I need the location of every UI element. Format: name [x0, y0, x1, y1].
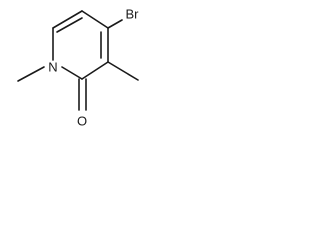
- bond-c6-c5-double: [56, 17, 83, 33]
- bond-c3-c2: [81, 61, 109, 80]
- bond-c5-c4: [81, 10, 109, 29]
- molecule-diagram: Br N O: [17, 7, 140, 129]
- atom-label-nitrogen: N: [48, 60, 57, 75]
- bond-c6-c5: [52, 10, 83, 29]
- bond-c2-n1: [61, 66, 83, 80]
- bond-n1-methyl: [17, 66, 45, 82]
- bond-c4-br: [107, 19, 123, 29]
- bond-c3-methyl: [107, 61, 139, 81]
- atom-label-oxygen: O: [77, 114, 87, 129]
- atom-label-bromine: Br: [126, 7, 140, 22]
